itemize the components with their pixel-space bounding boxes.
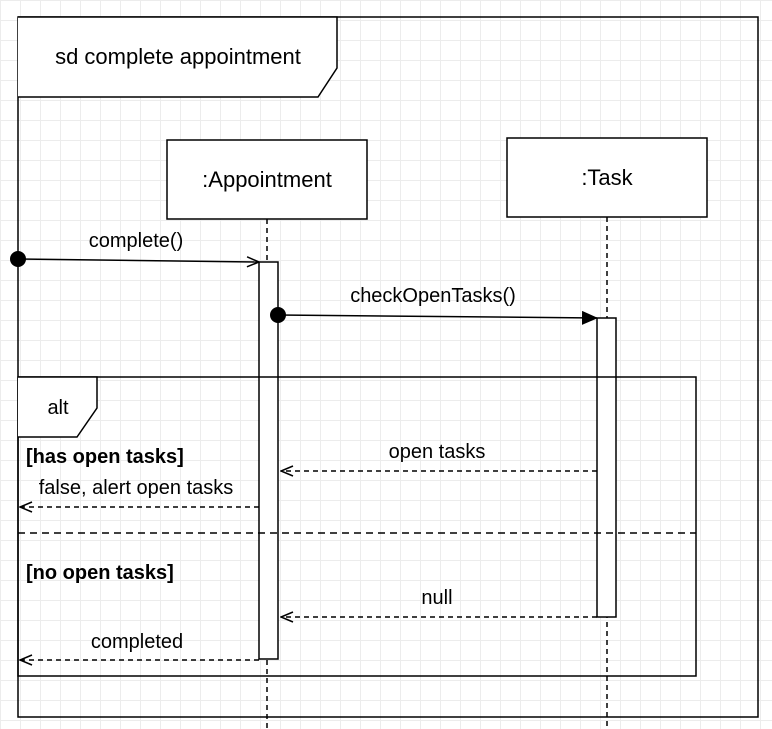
check-open-tasks-message-label: checkOpenTasks() bbox=[350, 285, 516, 307]
appointment-activation-bar bbox=[258, 261, 279, 660]
alt-fragment-label: alt bbox=[47, 397, 69, 419]
appointment-lifeline-label: :Appointment bbox=[202, 167, 332, 192]
complete-message-arrow[interactable] bbox=[17, 259, 259, 262]
check-open-tasks-message-arrow[interactable] bbox=[277, 310, 598, 325]
complete-message-label: complete() bbox=[89, 230, 183, 252]
sd-frame-title: sd complete appointment bbox=[55, 44, 301, 69]
task-activation-bar bbox=[596, 317, 617, 618]
alt-fragment bbox=[17, 376, 697, 677]
false-alert-return-label: false, alert open tasks bbox=[39, 477, 234, 499]
null-return-label: null bbox=[421, 587, 452, 609]
sd-frame-tab bbox=[18, 16, 338, 98]
alt-fragment-tab bbox=[18, 376, 98, 438]
alt-guard-has-open-tasks: [has open tasks] bbox=[26, 446, 184, 468]
open-tasks-return-label: open tasks bbox=[389, 441, 486, 463]
task-lifeline-label: :Task bbox=[581, 165, 633, 190]
task-lifeline-head[interactable] bbox=[506, 137, 708, 218]
sd-frame bbox=[17, 16, 759, 718]
appointment-lifeline-head[interactable] bbox=[166, 139, 368, 220]
alt-guard-no-open-tasks: [no open tasks] bbox=[26, 562, 174, 584]
completed-return-label: completed bbox=[91, 631, 183, 653]
